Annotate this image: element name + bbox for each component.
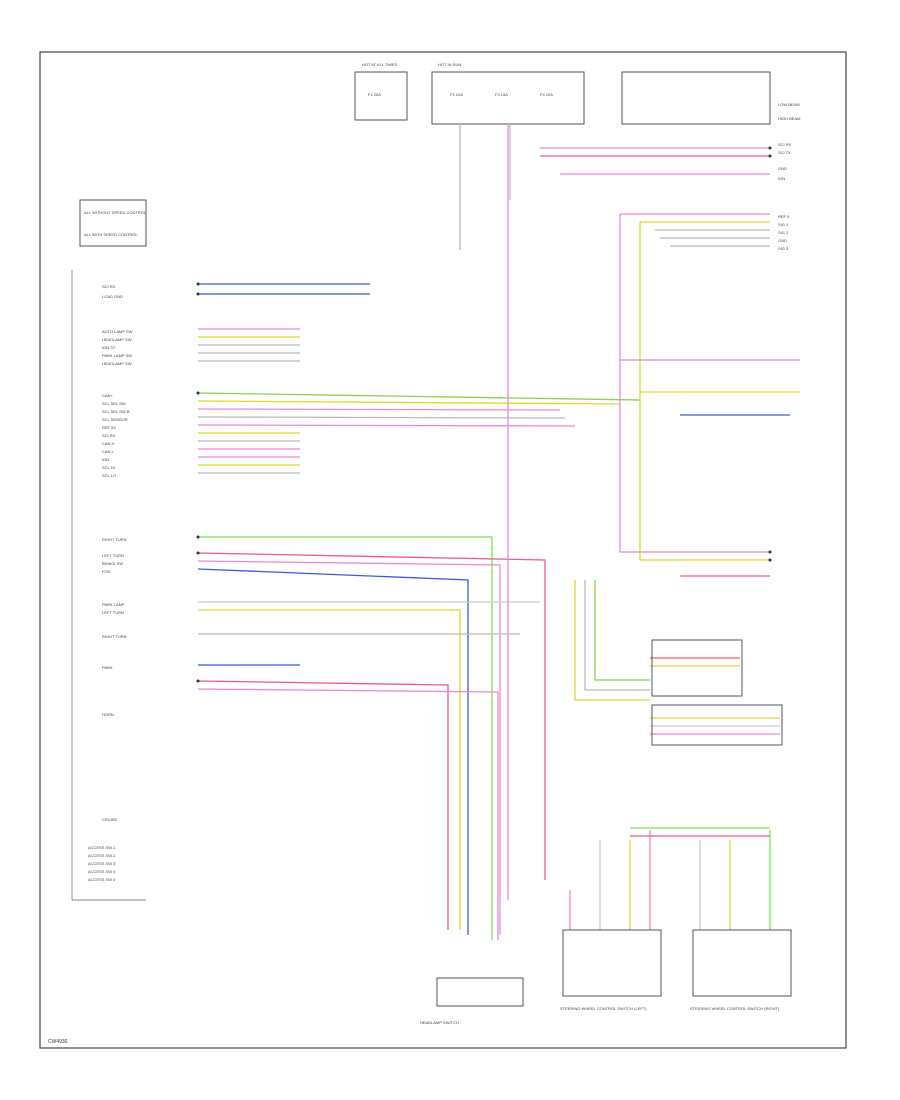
pin-label: HORN (102, 712, 114, 717)
right-pin-labels: LOW BEAM HIGH BEAM SCI RX SCI TX GND IGN… (778, 102, 800, 251)
fuse-box-2-title: HOT IN RUN (438, 62, 461, 67)
steering-switch-left-label: STEERING WHEEL CONTROL SWITCH (LEFT) (560, 1006, 647, 1011)
pin-label: IGN (102, 457, 109, 462)
pin-label: RIGHT TURN (102, 634, 127, 639)
pin-label: SCL LO (102, 473, 116, 478)
fuse-box-2-rating: F2 10A (450, 92, 463, 97)
right-pin: SIG 1 (778, 222, 789, 227)
pin-label: CRUISE (102, 817, 117, 822)
pin-label: SCL HI (102, 465, 115, 470)
fuse-box-1-rating: F1 20A (368, 92, 381, 97)
pin-label: SCL SEL SW B (102, 409, 130, 414)
pin-label: IGN ST (102, 345, 116, 350)
pin-label: HEADLAMP SW (102, 337, 132, 342)
pin-markers (196, 146, 772, 683)
right-pin: LOW BEAM (778, 102, 800, 107)
right-pin: IGN (778, 176, 785, 181)
pin-label: REF 5V (102, 425, 116, 430)
pin-label: CAN+ (102, 393, 113, 398)
pin-label: SCL SEL SW (102, 401, 126, 406)
connector-box (651, 639, 783, 746)
fuse-box-3-rating: F3 15A (495, 92, 508, 97)
pin-label: AUTO LAMP SW (102, 329, 133, 334)
pin-label: ACCESS SW 5 (88, 877, 116, 882)
headlamp-switch-label: HEADLAMP SWITCH (420, 1020, 459, 1025)
pin-label: SCI RX (102, 284, 116, 289)
pin-label: CAN H (102, 441, 115, 446)
right-pin: GND (778, 166, 787, 171)
steering-switch-left-connector: STEERING WHEEL CONTROL SWITCH (LEFT) (560, 929, 662, 1011)
left-pin-labels: SCI RX LOAD GND AUTO LAMP SW HEADLAMP SW… (88, 284, 133, 882)
pin-label: SCL SENSOR (102, 417, 128, 422)
pin-label: SCI RX (102, 433, 116, 438)
pin-label: CAN L (102, 449, 115, 454)
pin-label: PARK LAMP (102, 602, 125, 607)
right-pin: HIGH BEAM (778, 116, 800, 121)
right-pin: SIG 3 (778, 246, 789, 251)
pin-label: PARK (102, 665, 113, 670)
pin-label: LEFT TURN (102, 610, 124, 615)
fuse-box-right (621, 71, 771, 125)
pin-label: LEFT TURN (102, 553, 124, 558)
right-pin: SIG 2 (778, 230, 789, 235)
note-2: ALL WITH SPEED CONTROL (84, 232, 138, 237)
pin-label: LOAD GND (102, 294, 123, 299)
pin-label: PARK LAMP SW (102, 353, 132, 358)
diagram-frame (39, 51, 847, 1049)
note-1: ALL WITHOUT SPEED CONTROL (84, 210, 147, 215)
diagram-code: CW4930 (48, 1039, 68, 1045)
fuse-box-1: HOT AT ALL TIMES F1 20A (354, 62, 408, 121)
pin-label: ACCESS SW 2 (88, 853, 116, 858)
pin-label: HEADLAMP SW (102, 361, 132, 366)
main-module-bracket (71, 270, 146, 901)
right-pin: GND (778, 238, 787, 243)
right-pin: REF 5 (778, 214, 790, 219)
right-pin: SCI RX (778, 142, 792, 147)
steering-switch-right-label: STEERING WHEEL CONTROL SWITCH (RIGHT) (690, 1006, 780, 1011)
right-pin: SCI TX (778, 150, 791, 155)
wires (197, 124, 800, 940)
pin-label: ACCESS SW 3 (88, 861, 116, 866)
pin-label: ACCESS SW 1 (88, 845, 116, 850)
pin-label: FOG (102, 569, 111, 574)
fuse-box-4-rating: F4 10A (540, 92, 553, 97)
fuse-box-1-title: HOT AT ALL TIMES (362, 62, 397, 67)
pin-label: RIGHT TURN (102, 537, 127, 542)
steering-switch-right-connector: STEERING WHEEL CONTROL SWITCH (RIGHT) (690, 929, 792, 1011)
pin-label: ACCESS SW 4 (88, 869, 116, 874)
fuse-box-2: HOT IN RUN F2 10A F3 15A F4 10A (431, 62, 585, 125)
note-box (79, 199, 147, 247)
headlamp-switch-connector: HEADLAMP SWITCH (420, 977, 524, 1025)
pin-label: BRAKE SW (102, 561, 123, 566)
